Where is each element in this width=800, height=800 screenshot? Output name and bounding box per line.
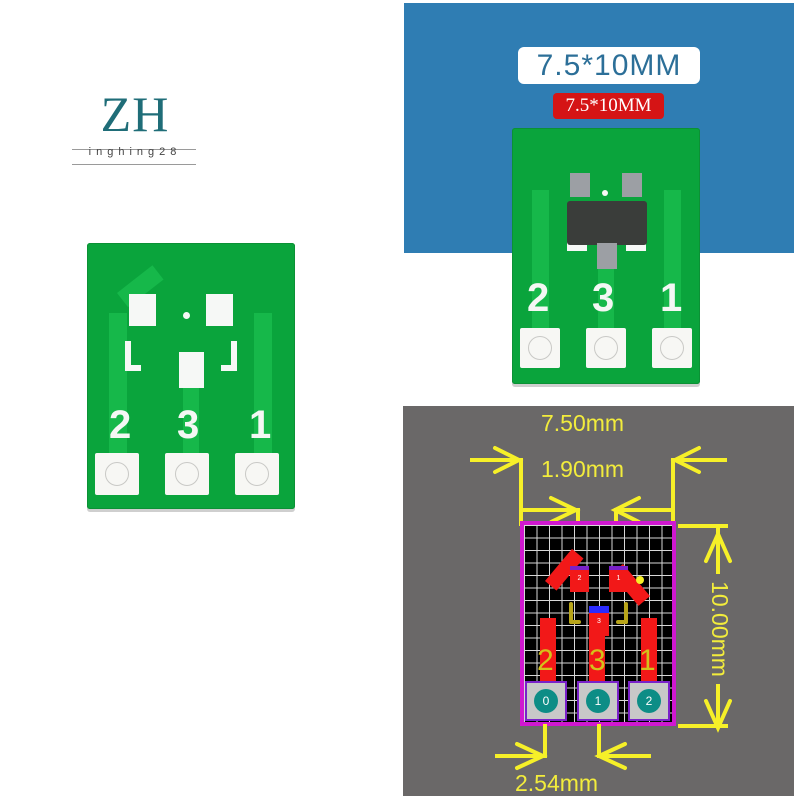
smd-pad-1 xyxy=(206,294,233,326)
trace-pin1 xyxy=(664,190,681,328)
width-arrow-right-shaft xyxy=(675,458,727,462)
silk-bracket-left-foot xyxy=(569,620,581,624)
width-arrow-left-shaft xyxy=(470,458,520,462)
drill-label-2: 2 xyxy=(637,689,661,713)
through-hole-pad-2 xyxy=(520,328,560,368)
through-hole-pad-2: 2 xyxy=(628,681,670,721)
pitch-extension-right xyxy=(597,724,601,758)
trace-pin2 xyxy=(109,313,127,453)
pad-spacing-arrow-left xyxy=(523,508,577,512)
height-dimension-label: 10.00mm xyxy=(707,574,733,684)
width-extension-right xyxy=(671,458,675,526)
solder-joint-pin2 xyxy=(570,173,590,197)
through-hole-pad-3 xyxy=(165,453,209,495)
silk-bracket-right xyxy=(231,341,237,371)
silk-bracket-right-foot xyxy=(616,620,628,624)
trace-pin1 xyxy=(254,313,272,453)
copper-trace-pin1 xyxy=(641,618,657,690)
logo-divider-bottom xyxy=(72,164,196,165)
pitch-dimension-label: 2.54mm xyxy=(515,770,599,796)
pitch-arrow-left xyxy=(495,754,545,758)
pin1-dot-marker xyxy=(183,312,190,319)
smd-pad-3 xyxy=(179,352,204,388)
pin1-indicator-dot xyxy=(636,576,644,584)
height-extension-bottom xyxy=(678,724,728,728)
height-extension-top xyxy=(678,524,728,528)
trace-pin3 xyxy=(183,373,199,453)
pin1-dot-marker xyxy=(602,190,608,196)
through-hole-pad-3 xyxy=(586,328,626,368)
pin-label-3: 3 xyxy=(177,403,200,447)
drill-label-1: 1 xyxy=(586,689,610,713)
smd-pad-1: 1 xyxy=(609,566,628,592)
through-hole-pad-1 xyxy=(652,328,692,368)
pin-label-2: 2 xyxy=(109,403,132,447)
footprint-pin-label-2: 2 xyxy=(537,644,554,677)
silk-bracket-right xyxy=(624,602,628,624)
width-dimension-label: 7.50mm xyxy=(541,410,625,436)
solder-joint-pin1 xyxy=(622,173,642,197)
assembled-pcb-board: 2 3 1 xyxy=(512,128,700,384)
copper-trace-pin3 xyxy=(589,621,605,690)
pitch-arrow-right xyxy=(599,754,651,758)
brand-logo: ZH inghing28 xyxy=(70,86,200,166)
through-hole-pad-2 xyxy=(95,453,139,495)
silk-bracket-left-foot xyxy=(125,365,141,371)
silk-bracket-right-foot xyxy=(221,365,237,371)
pin-label-2: 2 xyxy=(527,276,550,320)
width-extension-left xyxy=(519,458,523,526)
logo-mark: ZH xyxy=(100,86,170,142)
pad-spacing-dimension-label: 1.90mm xyxy=(541,456,625,482)
pad-spacing-arrow-right xyxy=(618,508,672,512)
solder-joint-pin3 xyxy=(597,243,617,269)
silk-bracket-left xyxy=(125,341,131,371)
sot23-transistor-chip xyxy=(567,201,647,245)
smd-pad-2: 2 xyxy=(570,566,589,592)
logo-subtitle: inghing28 xyxy=(88,146,182,158)
size-label-primary: 7.5*10MM xyxy=(518,47,700,84)
bare-pcb-board: 2 3 1 xyxy=(87,243,295,509)
through-hole-pad-1: 1 xyxy=(577,681,619,721)
smd-pad-3: 3 xyxy=(589,606,609,636)
dimension-diagram: 7.50mm 1.90mm 2 1 3 2 3 1 0 1 xyxy=(403,406,794,796)
through-hole-pad-0: 0 xyxy=(525,681,567,721)
footprint-pin-label-1: 1 xyxy=(639,644,656,677)
pin-label-1: 1 xyxy=(249,403,272,447)
pitch-extension-left xyxy=(543,724,547,758)
through-hole-pad-1 xyxy=(235,453,279,495)
logo-divider-top xyxy=(72,149,196,150)
footprint-pin-label-3: 3 xyxy=(589,644,606,677)
pin-label-3: 3 xyxy=(592,276,615,320)
size-label-secondary: 7.5*10MM xyxy=(553,93,664,119)
copper-trace-pin2 xyxy=(540,618,556,690)
trace-pin2 xyxy=(532,190,549,328)
smd-pad-2 xyxy=(129,294,156,326)
pin-label-1: 1 xyxy=(660,276,683,320)
drill-label-0: 0 xyxy=(534,689,558,713)
silk-bracket-left xyxy=(569,602,573,624)
